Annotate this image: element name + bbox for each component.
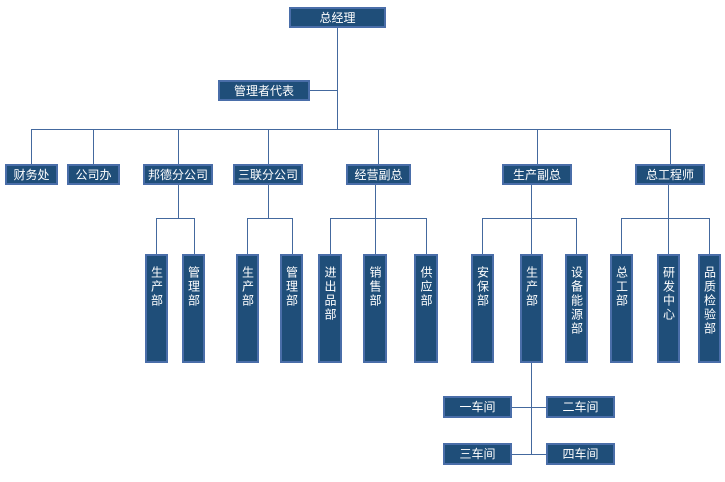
node-production-vp: 生产副总 [502, 164, 572, 185]
node-label: 总工部 [614, 266, 629, 308]
connector-line [194, 218, 195, 254]
node-label: 研发中心 [661, 266, 676, 322]
node-label: 管理部 [284, 266, 299, 308]
connector-line [531, 363, 532, 454]
node-equipment-energy-dept: 设备能源部 [565, 254, 588, 363]
connector-line [512, 407, 546, 408]
connector-line [292, 218, 293, 254]
connector-line [426, 218, 427, 254]
connector-line [31, 129, 670, 130]
node-workshop-4: 四车间 [546, 443, 615, 465]
connector-line [375, 185, 376, 218]
connector-line [670, 129, 671, 164]
node-label: 管理部 [186, 266, 201, 308]
node-import-export-dept: 进出品部 [318, 254, 342, 363]
connector-line [621, 218, 709, 219]
node-rd-center: 研发中心 [657, 254, 680, 363]
connector-line [378, 129, 379, 164]
connector-line [330, 218, 331, 254]
node-security-dept: 安保部 [471, 254, 494, 363]
node-chief-engineer-dept: 总工部 [610, 254, 633, 363]
node-bangde-production-dept: 生产部 [145, 254, 168, 363]
connector-line [247, 218, 248, 254]
connector-line [531, 218, 532, 254]
node-quality-inspection-dept: 品质检验部 [698, 254, 721, 363]
connector-line [31, 129, 32, 164]
connector-line [537, 129, 538, 164]
connector-line [178, 129, 179, 164]
node-label: 安保部 [475, 266, 490, 308]
connector-line [576, 218, 577, 254]
connector-line [531, 185, 532, 218]
connector-line [93, 129, 94, 164]
connector-line [268, 185, 269, 218]
node-label: 设备能源部 [569, 266, 584, 336]
connector-line [668, 218, 669, 254]
node-management-representative: 管理者代表 [218, 80, 310, 101]
connector-line [310, 90, 338, 91]
connector-line [337, 28, 338, 129]
connector-line [156, 218, 194, 219]
node-label: 供应部 [419, 266, 433, 308]
connector-line [482, 218, 483, 254]
node-sanlian-management-dept: 管理部 [280, 254, 303, 363]
connector-line [247, 218, 292, 219]
connector-line [668, 185, 669, 218]
node-sanlian-branch: 三联分公司 [233, 164, 303, 185]
node-general-manager: 总经理 [289, 7, 386, 28]
node-label: 生产部 [524, 266, 539, 308]
connector-line [621, 218, 622, 254]
connector-line [178, 185, 179, 218]
node-finance-office: 财务处 [5, 164, 58, 185]
node-label: 销售部 [368, 266, 382, 308]
node-label: 进出品部 [323, 266, 337, 322]
node-sanlian-production-dept: 生产部 [236, 254, 259, 363]
node-label: 生产部 [149, 266, 164, 308]
node-bangde-management-dept: 管理部 [182, 254, 205, 363]
connector-line [375, 218, 376, 254]
node-production-dept: 生产部 [520, 254, 543, 363]
node-workshop-3: 三车间 [443, 443, 512, 465]
node-workshop-2: 二车间 [546, 396, 615, 418]
connector-line [268, 129, 269, 164]
node-label: 品质检验部 [702, 266, 717, 336]
node-operations-vp: 经营副总 [346, 164, 411, 185]
node-sales-dept: 销售部 [363, 254, 387, 363]
node-chief-engineer: 总工程师 [635, 164, 705, 185]
connector-line [330, 218, 426, 219]
connector-line [156, 218, 157, 254]
node-workshop-1: 一车间 [443, 396, 512, 418]
node-company-office: 公司办 [67, 164, 120, 185]
node-bangde-branch: 邦德分公司 [143, 164, 213, 185]
connector-line [512, 454, 546, 455]
node-label: 生产部 [240, 266, 255, 308]
node-supply-dept: 供应部 [414, 254, 438, 363]
connector-line [709, 218, 710, 254]
connector-line [482, 218, 576, 219]
